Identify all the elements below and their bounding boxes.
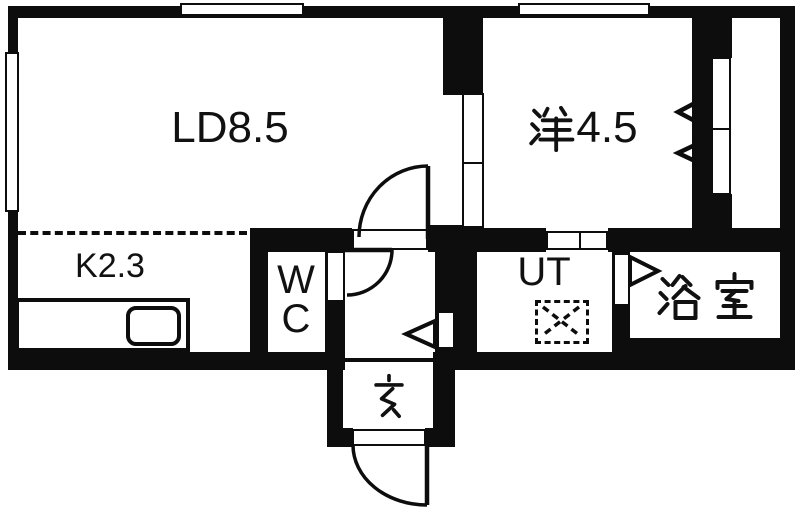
kanji-shitsu-icon: [715, 272, 754, 319]
hall-door-triangle-icon: [401, 317, 437, 351]
wall-bottom-left: [8, 352, 345, 370]
kitchen-boundary-dashed-line: [18, 231, 247, 235]
wall-entrance-bottom-right: [425, 428, 455, 447]
room-label-wc: W C: [277, 258, 315, 341]
wc-line-1: W: [277, 258, 315, 302]
ld-western-sliding-door: [462, 93, 484, 228]
kanji-gen-icon: [374, 373, 404, 419]
kanji-you-icon: [529, 105, 575, 152]
closet-chevron-icon: [673, 92, 714, 132]
door-panel-divider: [579, 232, 581, 249]
wall-entrance-right: [433, 352, 455, 447]
window-top-western: [518, 3, 650, 16]
room-label-kitchen: K2.3: [75, 247, 145, 285]
wc-door-opening: [326, 251, 345, 302]
room-label-western-number: 4.5: [576, 103, 638, 152]
entrance-step-line: [343, 358, 433, 362]
wc-door-swing-icon: [345, 247, 394, 297]
window-left-ld: [5, 52, 19, 212]
wall-kitchen-wc: [250, 252, 268, 352]
wall-closet-top: [692, 18, 732, 58]
kitchen-sink-icon: [126, 306, 181, 346]
wall-bath-bottom: [630, 338, 795, 370]
bath-door-triangle-icon: [628, 253, 663, 289]
wall-western-bottom-west: [483, 228, 546, 252]
wall-ld-western-bottom: [428, 225, 483, 252]
entrance-door-swing-icon: [351, 444, 430, 507]
washer-x-icon: [541, 305, 581, 337]
door-panel-divider: [463, 162, 483, 164]
kanji-yoku-icon: [657, 274, 701, 320]
wall-entrance-bottom-left: [327, 428, 353, 447]
closet-folding-door: [711, 57, 731, 195]
ut-hall-door: [437, 311, 455, 349]
wall-ld-western-top: [443, 18, 483, 95]
wall-wc-top: [250, 228, 352, 252]
wall-entrance-left: [327, 352, 343, 447]
door-panel-divider: [712, 128, 730, 130]
room-label-entrance: [366, 373, 412, 419]
wall-right: [780, 6, 795, 370]
entrance-door-opening: [352, 429, 426, 446]
room-label-bathroom: [655, 272, 760, 322]
closet-chevron-icon: [672, 134, 713, 172]
room-label-western: 4.5: [526, 103, 638, 152]
window-top-ld: [180, 3, 304, 16]
room-label-living-dining: LD8.5: [171, 103, 289, 152]
ut-sliding-door: [546, 231, 608, 250]
ld-door-swing-icon: [357, 164, 431, 239]
wall-closet-bottom: [692, 194, 732, 252]
room-label-ut: UT: [517, 250, 571, 294]
wc-line-2: C: [281, 297, 311, 341]
